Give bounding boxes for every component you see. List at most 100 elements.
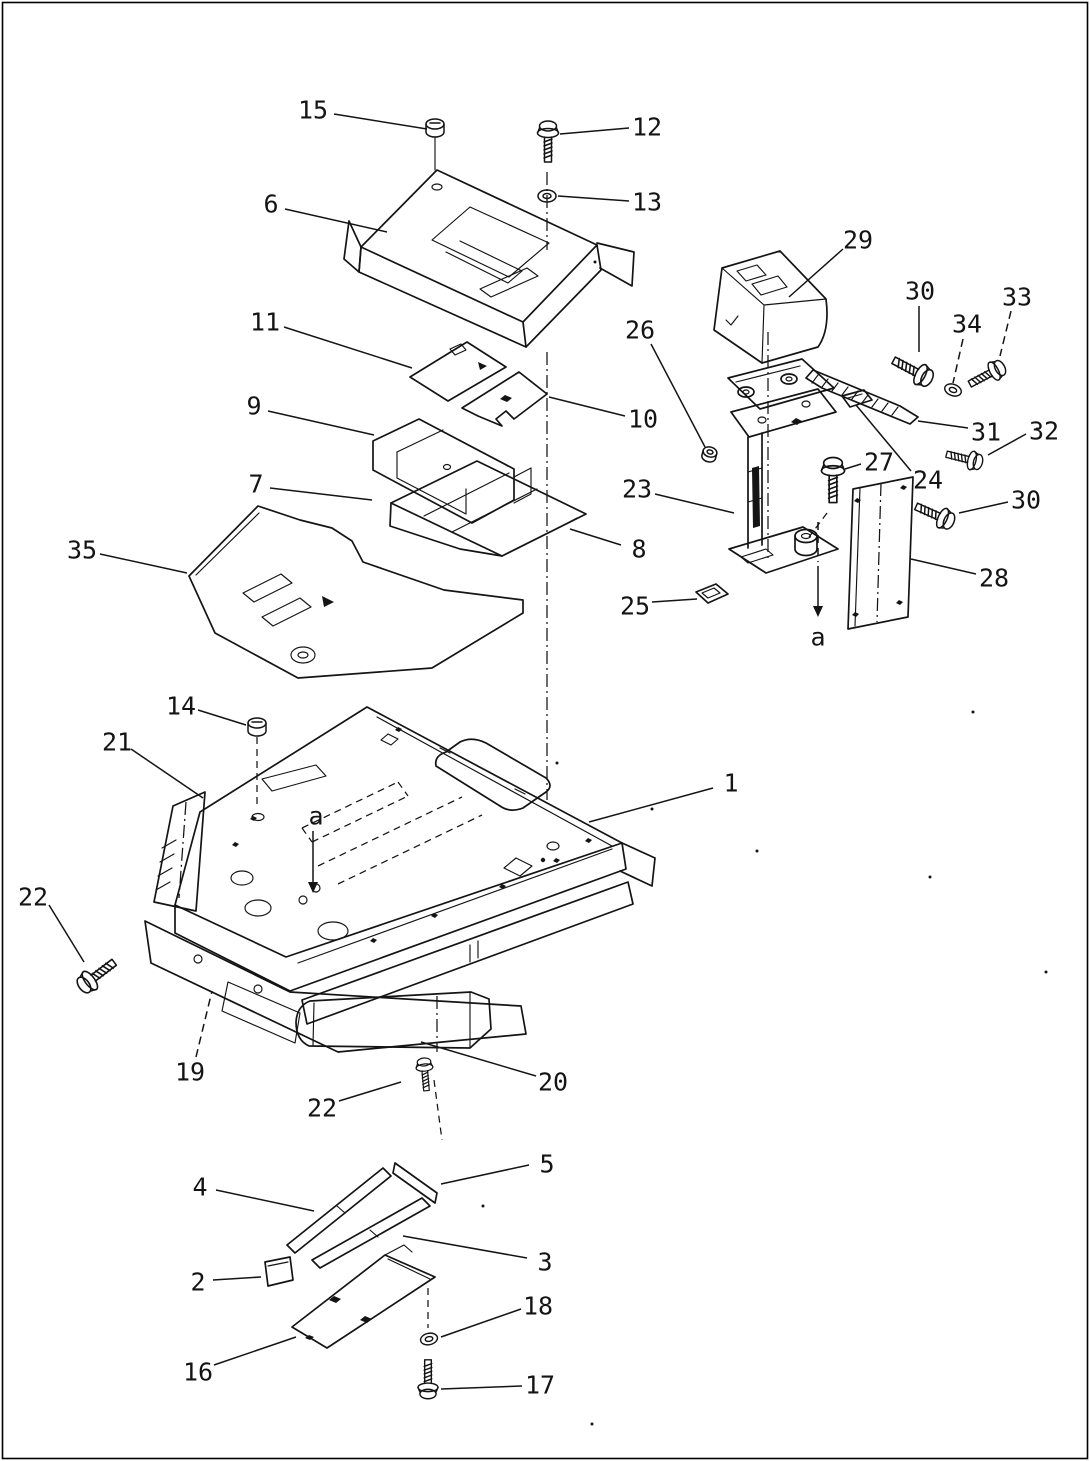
callout-18: 18 xyxy=(523,1292,553,1321)
callout-13: 13 xyxy=(632,188,662,217)
nut-26-icon xyxy=(701,446,718,463)
leader-16 xyxy=(213,1336,297,1366)
callout-26: 26 xyxy=(625,316,655,345)
callout-17: 17 xyxy=(525,1371,555,1400)
callout-34: 34 xyxy=(952,310,982,339)
part-25-clip xyxy=(695,583,729,604)
callout-35: 35 xyxy=(67,536,97,565)
leader-28 xyxy=(910,558,977,575)
callout-2: 2 xyxy=(190,1268,205,1297)
part-1-floor-plate xyxy=(174,706,656,1025)
callout-14: 14 xyxy=(166,692,196,721)
part-6-top-cover xyxy=(343,169,635,348)
bolt-17-icon xyxy=(417,1359,439,1400)
washer-13-icon xyxy=(537,189,557,203)
part-3-strip xyxy=(311,1197,431,1269)
leader-22 xyxy=(48,904,85,963)
leader-14 xyxy=(197,709,247,726)
leader-32 xyxy=(987,433,1027,456)
part-7-8-channel xyxy=(389,460,587,557)
callout-21: 21 xyxy=(102,728,132,757)
leader-27 xyxy=(844,463,862,470)
leader-24 xyxy=(855,404,912,472)
leader-25 xyxy=(651,598,698,603)
callout-leaders xyxy=(48,113,1027,1390)
callout-4: 4 xyxy=(192,1173,207,1202)
callout-6: 6 xyxy=(263,190,278,219)
callout-30: 30 xyxy=(1011,486,1041,515)
callout-28: 28 xyxy=(979,564,1009,593)
leader-31 xyxy=(917,420,969,429)
callout-19: 19 xyxy=(175,1058,205,1087)
bolt-27-icon xyxy=(820,456,846,504)
leader-7 xyxy=(269,487,373,501)
leader-18 xyxy=(440,1308,522,1338)
callout-16: 16 xyxy=(183,1358,213,1387)
part-28-side-panel xyxy=(847,476,914,630)
part-21-side-bracket xyxy=(153,791,206,912)
leader-26 xyxy=(650,343,706,448)
part-35-floor-mat xyxy=(188,505,524,679)
callout-20: 20 xyxy=(538,1068,568,1097)
leader-23 xyxy=(654,493,735,514)
cap-14-icon xyxy=(247,717,267,737)
callout-9: 9 xyxy=(246,392,261,421)
leader-19 xyxy=(195,990,213,1058)
part-19-front-apron xyxy=(144,920,527,1053)
bolt-12-icon xyxy=(536,120,560,163)
leader-1 xyxy=(588,787,714,823)
callout-25: 25 xyxy=(620,592,650,621)
callout-7: 7 xyxy=(248,470,263,499)
callout-30: 30 xyxy=(905,277,935,306)
leader-8 xyxy=(569,528,622,546)
leader-17 xyxy=(440,1385,523,1390)
part-29-console-cover xyxy=(713,250,828,364)
callout-32: 32 xyxy=(1029,417,1059,446)
washer-34-icon xyxy=(944,383,962,397)
leader-3 xyxy=(402,1235,528,1259)
leader-33 xyxy=(999,310,1012,357)
leader-30 xyxy=(958,501,1009,514)
callout-31: 31 xyxy=(971,418,1001,447)
leader-5 xyxy=(440,1164,530,1185)
part-10-plate xyxy=(461,371,548,427)
callout-15: 15 xyxy=(298,96,328,125)
callout-33: 33 xyxy=(1002,283,1032,312)
part-11-plate xyxy=(409,341,507,402)
leader-13 xyxy=(557,195,630,202)
leader-10 xyxy=(548,396,626,417)
callout-3: 3 xyxy=(537,1248,552,1277)
pointer-a-arrowhead-0 xyxy=(813,606,823,617)
callout-10: 10 xyxy=(628,405,658,434)
callout-5: 5 xyxy=(539,1150,554,1179)
leader-2 xyxy=(212,1276,262,1281)
leader-20 xyxy=(420,1041,537,1077)
leader-21 xyxy=(130,748,204,799)
part-20-front-cover xyxy=(295,991,492,1049)
callout-29: 29 xyxy=(843,226,873,255)
callout-12: 12 xyxy=(632,113,662,142)
leader-15 xyxy=(333,113,428,130)
cap-15-icon xyxy=(425,118,445,138)
print-specks xyxy=(481,260,1048,1426)
leader-34 xyxy=(952,338,964,384)
reference-letter-a-1: a xyxy=(308,802,323,831)
fasteners xyxy=(76,118,1007,1400)
part-16-cover-plate xyxy=(291,1244,436,1349)
callout-24: 24 xyxy=(913,466,943,495)
leader-22 xyxy=(338,1081,402,1102)
part-2-plate xyxy=(264,1256,294,1287)
reference-letter-a-0: a xyxy=(810,623,825,652)
callout-22: 22 xyxy=(18,883,48,912)
leader-6 xyxy=(284,208,388,233)
bolt-33-icon xyxy=(967,359,1007,388)
callout-8: 8 xyxy=(631,535,646,564)
washer-18-icon xyxy=(419,1332,439,1346)
pointer-a-arrowhead-1 xyxy=(308,882,318,893)
part-5-strip xyxy=(392,1162,438,1204)
bolt-30-upper-icon xyxy=(891,356,935,388)
bolt-22-front-icon xyxy=(415,1057,434,1092)
leader-4 xyxy=(215,1189,315,1212)
